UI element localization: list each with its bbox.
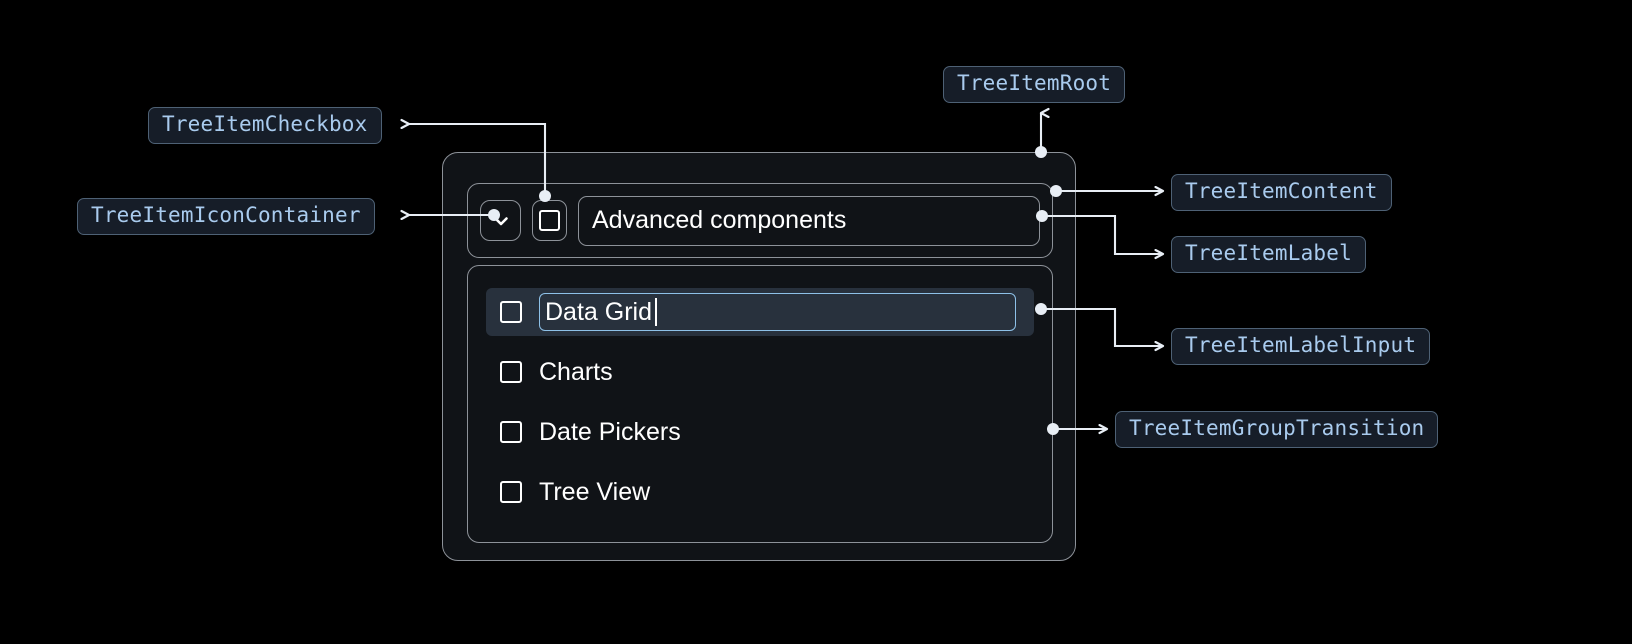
annotation-label: TreeItemLabelInput	[1185, 333, 1417, 357]
checkbox-box-icon[interactable]	[500, 361, 522, 383]
tree-item-label-text: Date Pickers	[539, 417, 681, 446]
tree-item-row-charts[interactable]: Charts	[486, 348, 1034, 396]
annotation-tree-item-group-transition: TreeItemGroupTransition	[1115, 411, 1439, 448]
checkbox-box-icon	[539, 210, 560, 231]
tree-item-row-tree-view[interactable]: Tree View	[486, 468, 1034, 516]
text-caret	[654, 298, 657, 326]
tree-item-label-text: Advanced components	[592, 206, 847, 234]
tree-item-group-transition: Data Grid Charts Date Pickers Tree View	[467, 265, 1053, 543]
annotation-label: TreeItemLabel	[1185, 241, 1352, 265]
annotation-tree-item-icon-container: TreeItemIconContainer	[77, 198, 375, 235]
annotation-label: TreeItemRoot	[957, 71, 1112, 95]
tree-item-row-date-pickers[interactable]: Date Pickers	[486, 408, 1034, 456]
tree-item-label[interactable]: Advanced components	[578, 195, 1040, 246]
checkbox-box-icon[interactable]	[500, 481, 522, 503]
annotation-tree-item-label: TreeItemLabel	[1171, 236, 1366, 273]
tree-item-checkbox[interactable]	[532, 200, 567, 241]
annotation-label: TreeItemContent	[1185, 179, 1378, 203]
checkbox-box-icon[interactable]	[500, 301, 522, 323]
tree-item-icon-container[interactable]	[480, 200, 521, 241]
annotation-tree-item-checkbox: TreeItemCheckbox	[148, 107, 382, 144]
annotation-tree-item-label-input: TreeItemLabelInput	[1171, 328, 1431, 365]
annotation-tree-item-root: TreeItemRoot	[943, 66, 1126, 103]
annotation-label: TreeItemGroupTransition	[1129, 416, 1425, 440]
annotation-label: TreeItemCheckbox	[162, 112, 368, 136]
tree-item-content[interactable]: Advanced components	[467, 183, 1053, 258]
checkbox-box-icon[interactable]	[500, 421, 522, 443]
chevron-down-icon	[489, 209, 513, 233]
tree-item-root[interactable]: Advanced components Data Grid Charts Dat…	[442, 152, 1076, 561]
tree-item-label-input-value: Data Grid	[545, 297, 652, 326]
tree-item-label-input[interactable]: Data Grid	[539, 293, 1016, 331]
tree-item-label-text: Charts	[539, 357, 613, 386]
tree-item-editing-row[interactable]: Data Grid	[486, 288, 1034, 336]
annotation-tree-item-content: TreeItemContent	[1171, 174, 1392, 211]
tree-item-label-text: Tree View	[539, 477, 651, 506]
annotation-label: TreeItemIconContainer	[91, 203, 361, 227]
